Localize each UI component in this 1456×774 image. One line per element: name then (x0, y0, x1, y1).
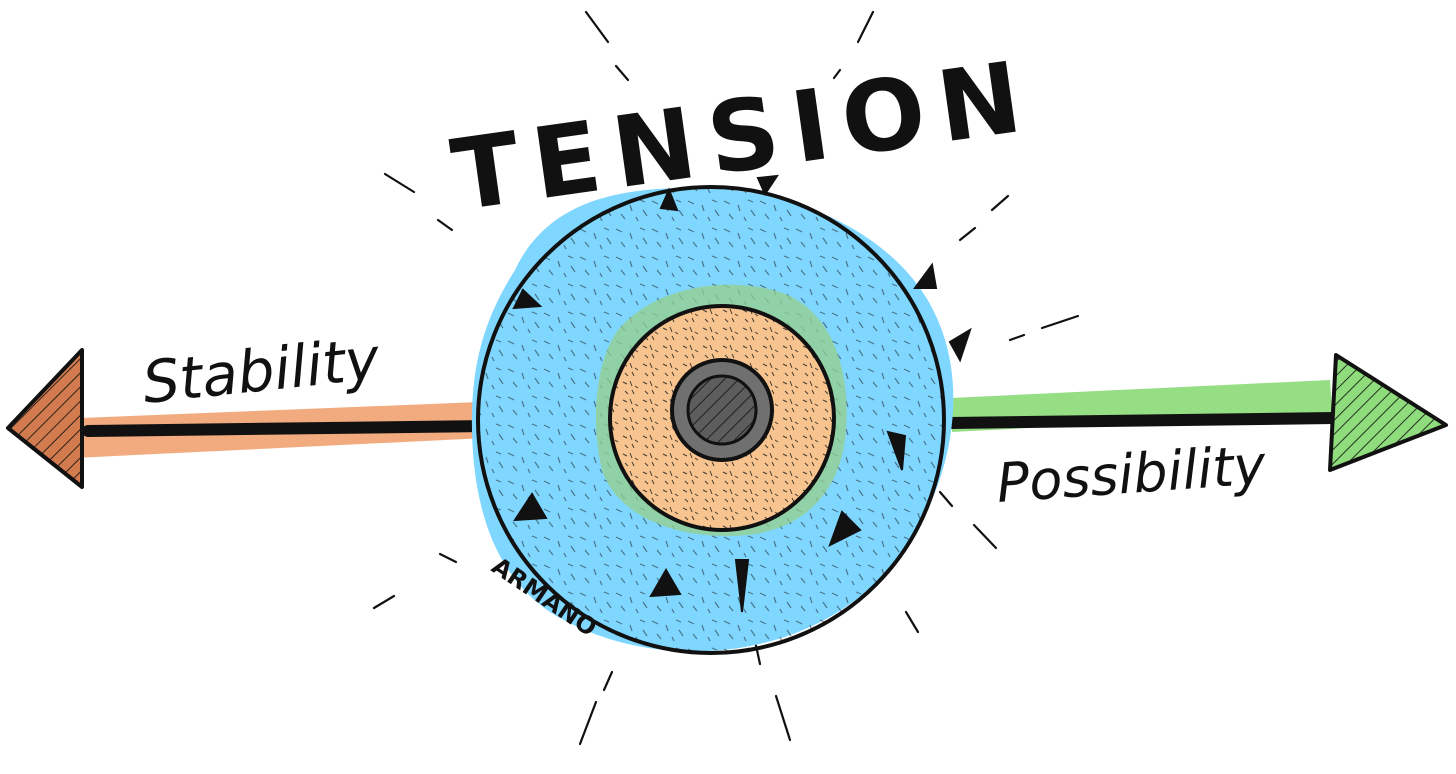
core (670, 358, 774, 462)
right-arrow (944, 353, 1448, 472)
possibility-label: Possibility (995, 433, 1269, 515)
inward-arrowheads (512, 174, 972, 613)
stability-label: Stability (139, 324, 383, 417)
left-arrow (6, 348, 494, 489)
